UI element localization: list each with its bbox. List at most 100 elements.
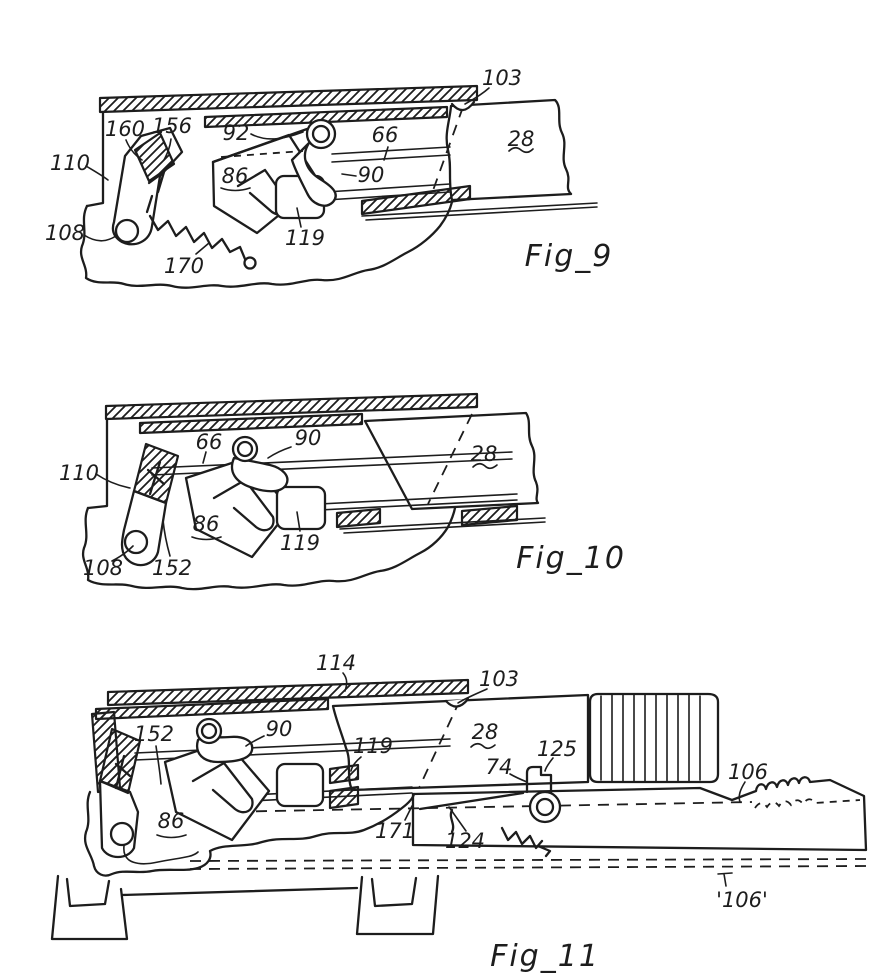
fig9-hammer-notch-156 xyxy=(145,170,166,214)
fig11-latch-ring-inner xyxy=(535,797,555,817)
fig10-hammer xyxy=(120,442,180,567)
fig9-frame-left-edge xyxy=(85,110,105,208)
fig11-label-114: 114 xyxy=(316,651,356,675)
fig9-label-103: 103 xyxy=(482,66,522,90)
fig10-label-119: 119 xyxy=(280,531,320,555)
fig11-latch-bracket-125 xyxy=(525,765,553,794)
fig11-spring-124 xyxy=(500,826,552,858)
fig11-operating-bar-106 xyxy=(411,776,868,852)
fig11-rod-lines xyxy=(134,738,451,802)
fig11-label-106: 106 xyxy=(728,760,768,784)
fig9-link-arm-90 xyxy=(290,141,337,207)
fig10-label-110: 110 xyxy=(59,461,99,485)
fig11-reference-labels: 114 103 152 90 119 28 125 74 106 86 171 … xyxy=(134,651,768,912)
fig10-link-arm-90 xyxy=(230,456,289,493)
fig9-label-160: 160 xyxy=(105,117,145,141)
fig11-caption: Fig_11 xyxy=(490,939,600,974)
fig11-pocket-loop xyxy=(123,845,199,865)
figure-9: 103 160 156 92 66 28 110 86 90 119 108 1… xyxy=(45,66,611,289)
fig9-dashed-bolt-line xyxy=(430,106,464,197)
fig9-label-92: 92 xyxy=(223,121,250,145)
fig11-hammer xyxy=(98,727,142,859)
fig11-dashed-rack-teeth xyxy=(754,798,861,809)
fig9-lower-rail-hatched xyxy=(360,184,472,216)
fig10-label-90: 90 xyxy=(295,426,322,450)
fig11-left-foot xyxy=(50,874,129,941)
fig9-link-pivot-outer xyxy=(305,118,337,150)
fig11-link-pivot-inner xyxy=(200,722,218,740)
fig11-dashed-hidden-bar xyxy=(217,801,753,813)
fig9-label-119: 119 xyxy=(285,226,325,250)
fig11-follower-block-119 xyxy=(275,762,325,808)
fig11-label-28: 28 xyxy=(472,720,499,744)
fig11-label-106-prime: '106' xyxy=(716,888,768,912)
fig9-sear-top-edge xyxy=(211,127,309,164)
fig11-knob-ribs xyxy=(600,694,701,782)
fig9-rail-lines xyxy=(325,146,451,201)
fig10-leader-lines xyxy=(95,446,498,562)
fig10-hammer-body xyxy=(120,489,168,567)
fig11-knob-outline xyxy=(588,692,720,784)
fig11-lever-124 xyxy=(418,791,525,811)
fig9-spring-170 xyxy=(148,214,247,261)
fig9-reference-labels: 103 160 156 92 66 28 110 86 90 119 108 1… xyxy=(45,66,534,278)
fig11-wall-blocks-hatched xyxy=(328,763,360,810)
fig9-label-110: 110 xyxy=(50,151,90,175)
fig10-dashed-bolt-line xyxy=(427,413,473,505)
fig10-caption: Fig_10 xyxy=(516,541,626,576)
fig9-label-28: 28 xyxy=(508,127,535,151)
fig9-hammer-blade-hatched xyxy=(133,131,176,183)
fig10-link-pivot-inner xyxy=(236,440,254,458)
fig9-dashed-sear-line xyxy=(220,150,304,158)
fig10-frame-break-line xyxy=(81,506,457,591)
fig10-label-66: 66 xyxy=(196,430,223,454)
fig10-link-pivot-outer xyxy=(231,435,259,463)
fig9-inner-rail-hatched xyxy=(203,105,449,129)
fig11-base-feet xyxy=(50,874,440,941)
fig11-hammer-notch xyxy=(114,754,132,790)
fig10-rail-lines xyxy=(151,451,518,512)
fig11-label-119: 119 xyxy=(353,734,393,758)
fig11-dashed-base-line-a xyxy=(189,858,867,862)
fig11-label-171: 171 xyxy=(375,819,415,843)
fig11-link-pivot-outer xyxy=(195,717,223,745)
fig10-receiver-rails xyxy=(86,392,479,510)
fig11-label-152: 152 xyxy=(134,722,174,746)
fig10-label-28: 28 xyxy=(471,442,498,466)
fig9-label-90: 90 xyxy=(358,163,385,187)
fig10-frame-left-edge xyxy=(86,417,109,510)
fig11-latch-ring-outer xyxy=(528,790,562,824)
fig10-lower-guide-lines xyxy=(339,517,546,534)
fig11-label-90: 90 xyxy=(266,717,293,741)
fig11-bolt-knob-ribbed xyxy=(588,692,720,784)
fig10-sear-slot xyxy=(212,478,275,532)
fig11-sear-slot xyxy=(191,761,254,814)
fig11-label-86: 86 xyxy=(158,809,185,833)
fig9-notch-103 xyxy=(450,100,476,112)
fig9-label-156: 156 xyxy=(152,114,192,138)
fig9-lower-guide-lines xyxy=(361,202,598,221)
fig10-reference-labels: 66 90 110 28 86 119 108 152 xyxy=(59,426,497,580)
fig11-frame-break-line xyxy=(83,790,416,877)
fig11-break-squiggle xyxy=(449,808,455,834)
fig9-hammer-pivot-108 xyxy=(114,218,140,244)
fig9-label-86: 86 xyxy=(222,164,249,188)
figure-11: 114 103 152 90 119 28 125 74 106 86 171 … xyxy=(50,651,868,974)
fig10-inner-rail-hatched xyxy=(138,412,364,435)
fig9-spring-end xyxy=(243,256,257,270)
fig11-dashed-bolt-line xyxy=(418,699,461,789)
fig11-latch-assembly xyxy=(418,765,562,858)
fig10-label-152: 152 xyxy=(152,556,192,580)
fig11-label-74: 74 xyxy=(486,755,513,779)
fig11-base-underside xyxy=(120,886,359,897)
fig10-hammer-notch xyxy=(146,460,166,496)
figure-10: 66 90 110 28 86 119 108 152 Fig_10 xyxy=(59,392,626,591)
fig10-label-86: 86 xyxy=(193,512,220,536)
fig11-right-foot xyxy=(355,874,440,936)
fig11-leader-lines xyxy=(155,672,746,887)
fig9-top-rail-hatched xyxy=(98,84,479,114)
fig11-dashed-base-line-b xyxy=(189,865,867,870)
fig9-link-pivot-inner xyxy=(311,124,331,144)
